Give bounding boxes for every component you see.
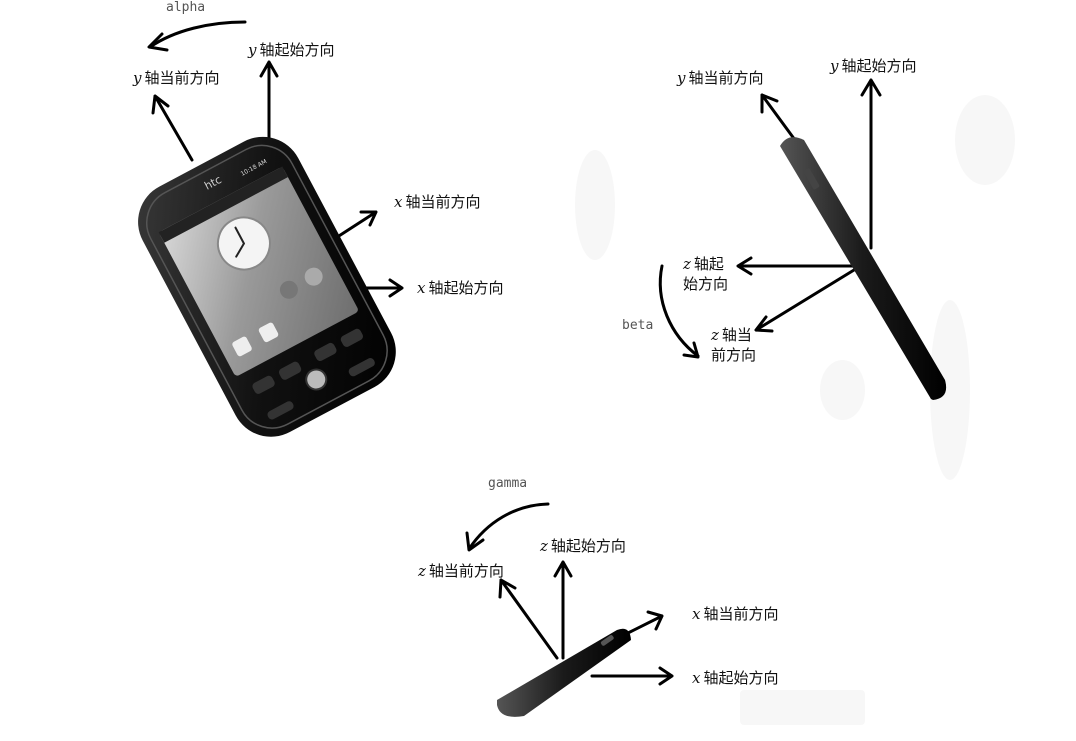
beta-rotation-arrowhead: [682, 341, 700, 359]
phone-side-button: [600, 635, 614, 646]
beta-panel: [658, 78, 947, 400]
gamma-rotation-arrowhead: [465, 531, 485, 552]
alpha-rotation-arc: [148, 20, 247, 49]
phone-side-tilted: [780, 137, 947, 400]
background-ghost: [820, 360, 865, 420]
phone-side-button: [803, 168, 820, 190]
beta-z-start-axis: [736, 256, 856, 276]
htc-phone-front: [138, 136, 396, 437]
alpha-rotation-arrowhead: [147, 32, 169, 52]
gamma-z-start-axis: [553, 560, 573, 660]
alpha-rotation-label: alpha: [166, 0, 206, 15]
gamma-rotation-arc: [467, 502, 550, 551]
alpha-y-start-axis: [259, 60, 279, 145]
gamma-x-start-axis: [590, 666, 674, 686]
beta-rotation-arc: [658, 264, 700, 358]
beta-rotation-label: beta: [622, 318, 654, 333]
alpha-y-current-axis: [151, 94, 194, 162]
gamma-z-current-axis: [498, 578, 559, 660]
beta-y-start-axis: [860, 78, 882, 250]
background-ghost: [575, 150, 615, 260]
beta-y-current-axis: [760, 93, 797, 142]
alpha-panel: htc 10:18 AM: [138, 20, 404, 437]
phone-side-flat: [497, 628, 631, 717]
gamma-rotation-label: gamma: [488, 476, 528, 491]
gamma-x-current-axis: [624, 610, 664, 636]
beta-z-current-axis: [754, 268, 856, 333]
background-ghost: [955, 95, 1015, 185]
gamma-panel: [465, 502, 674, 717]
background-ghost: [740, 690, 865, 725]
